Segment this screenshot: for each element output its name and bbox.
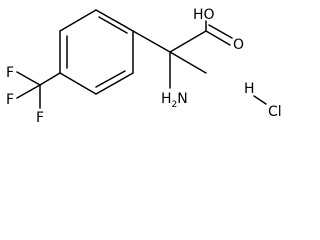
ring-bond-4 — [59, 72, 97, 95]
ring-bond-6 — [59, 9, 97, 32]
cf3-attach-bond — [39, 72, 61, 86]
carboxyl-carbon-bond — [169, 30, 207, 53]
fluorine-atom-3: F — [36, 110, 44, 126]
molecule-drawing: F F F HO O H2N H Cl — [6, 7, 282, 126]
ring-bond-1 — [95, 9, 134, 32]
hcl-bond — [253, 95, 267, 105]
ring-to-alpha-carbon-bond — [132, 30, 171, 53]
hcl-chlorine-label: Cl — [268, 104, 282, 120]
carbonyl-oxygen-label: O — [233, 37, 244, 53]
hydroxyl-label: HO — [193, 7, 215, 23]
ring-double-bond-1 — [98, 16, 128, 34]
structure-diagram: F F F HO O H2N H Cl — [0, 0, 294, 129]
methyl-bond — [169, 51, 207, 74]
hcl-hydrogen-label: H — [244, 81, 255, 97]
carbonyl-bond-1 — [205, 30, 231, 46]
carbonyl-bond-2 — [208, 24, 233, 39]
amine-label: H2N — [161, 91, 188, 110]
hydrochloride: H Cl — [244, 81, 282, 120]
trifluoromethyl-group: F F F — [6, 65, 61, 126]
fluorine-atom-1: F — [6, 65, 14, 81]
ring-double-bond-2 — [95, 70, 126, 88]
cf-bond-1 — [16, 71, 41, 86]
benzene-ring — [59, 9, 134, 95]
ring-bond-3 — [95, 72, 134, 95]
fluorine-atom-2: F — [6, 92, 14, 108]
amino-acid-center: HO O H2N — [132, 7, 244, 110]
cf-bond-2 — [16, 84, 41, 99]
